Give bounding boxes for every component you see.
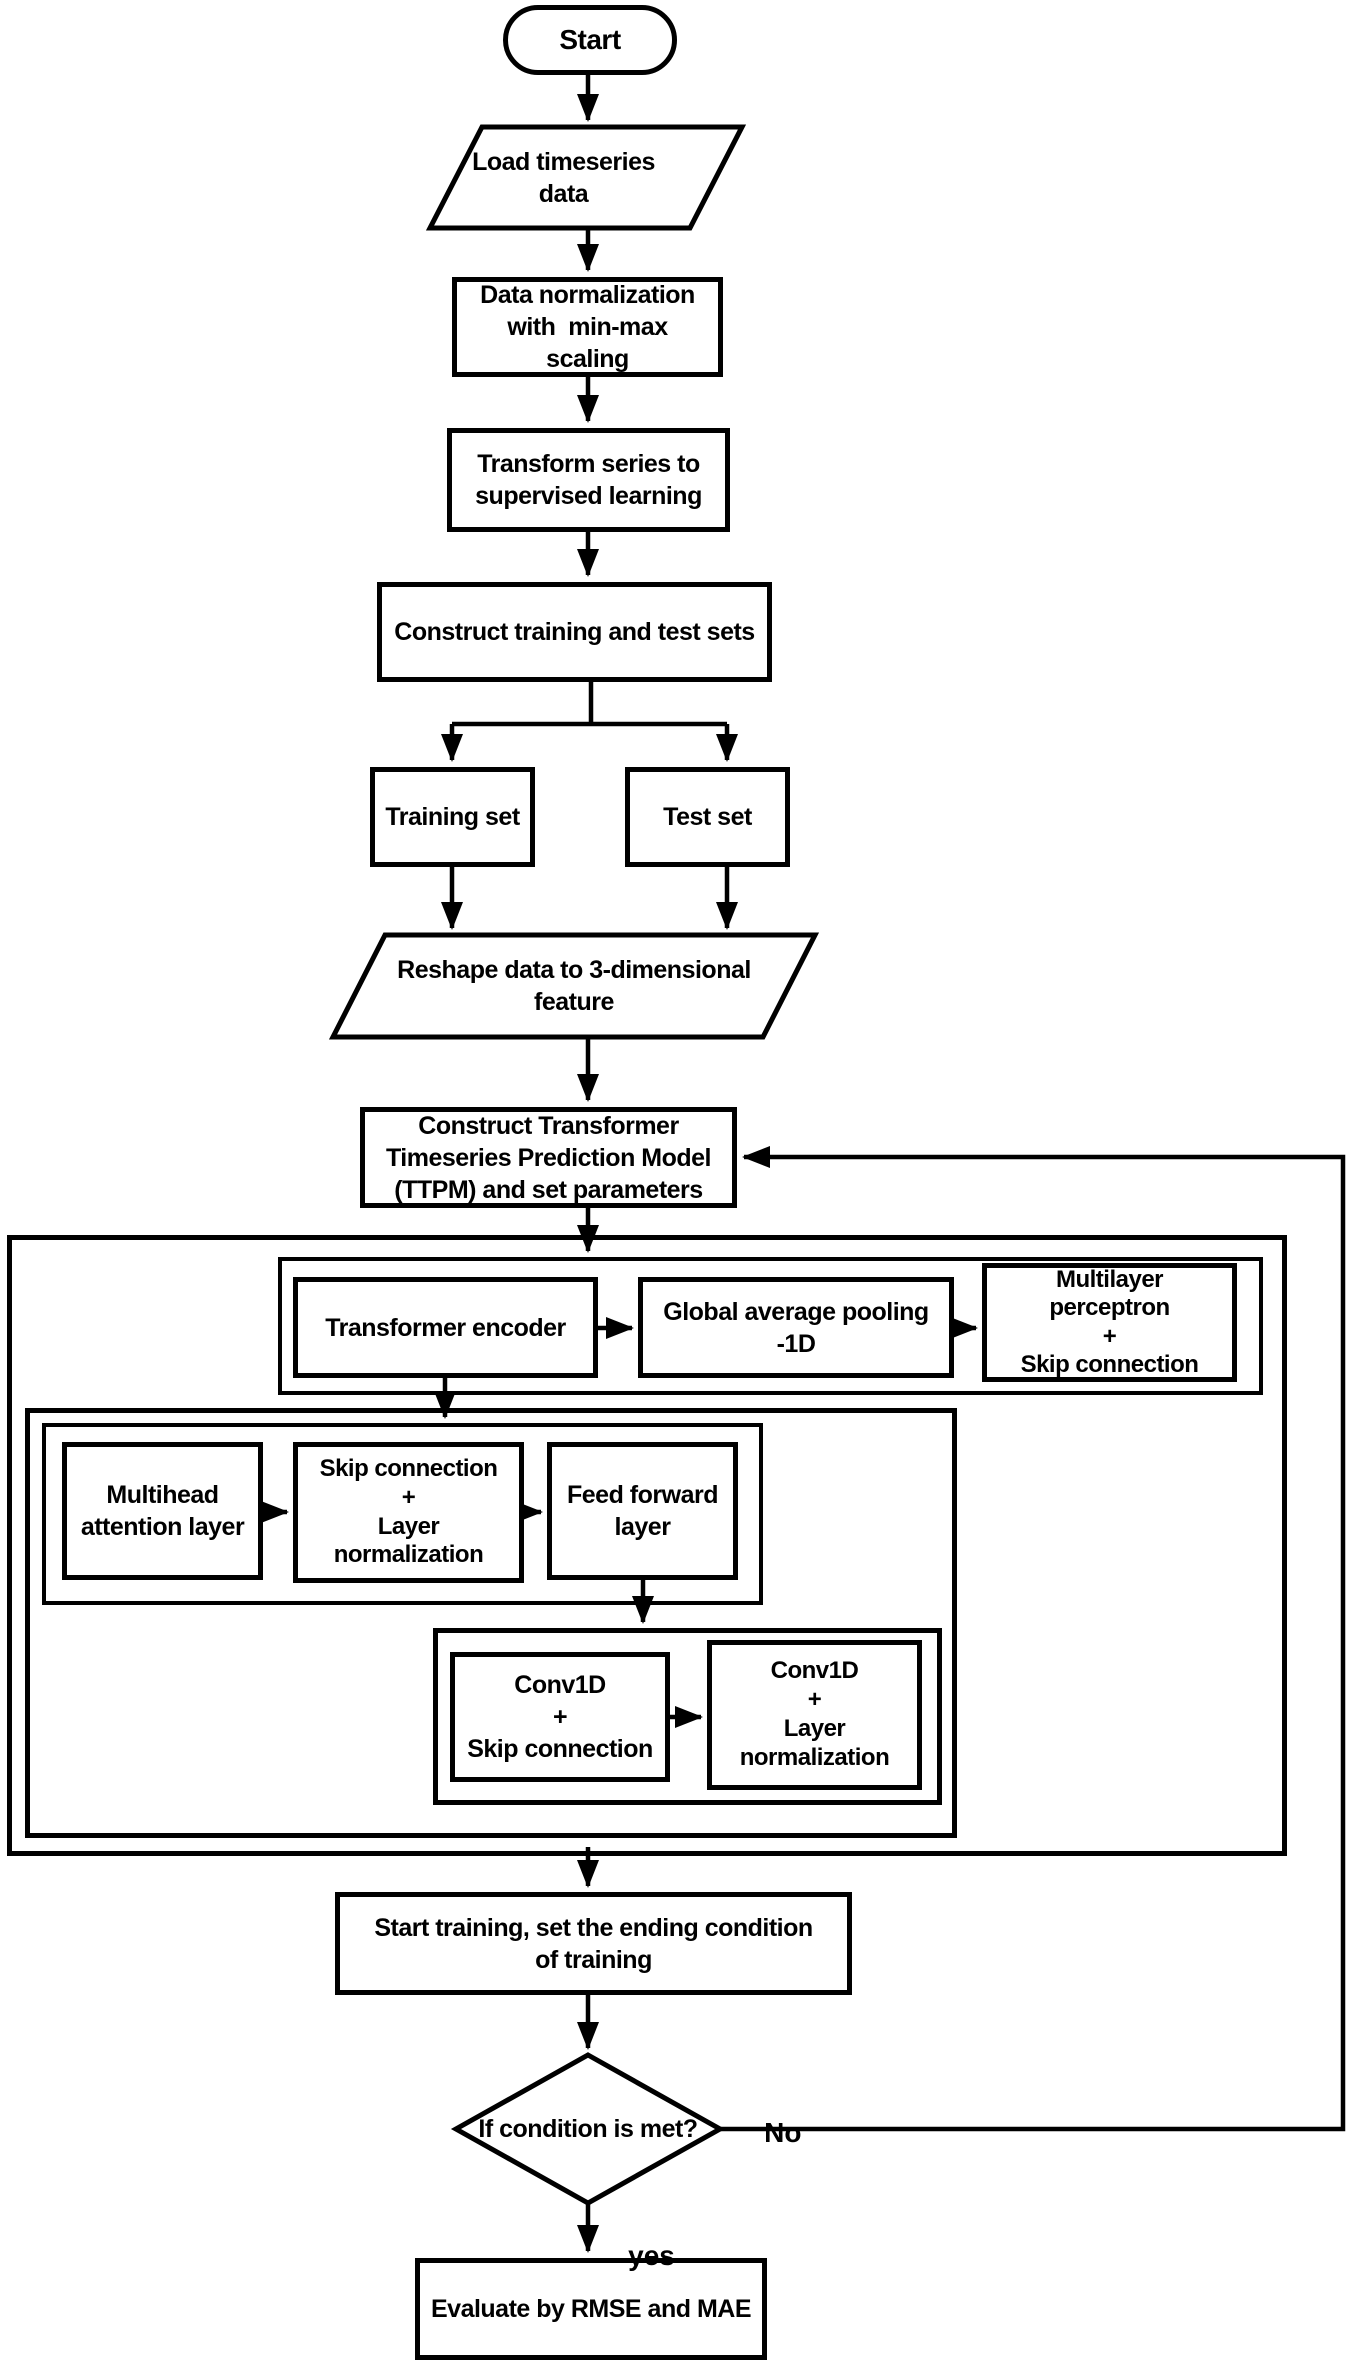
container-attention-row (42, 1423, 763, 1605)
container-ttpm-internals (7, 1235, 1287, 1856)
node-start-label: Start (559, 24, 621, 56)
node-condition-label: If condition is met? (478, 2115, 698, 2143)
node-multihead-attention-label: Multihead attention layer (80, 1481, 245, 1541)
node-skip-layer-normalization-label: Skip connection + Layer normalization (319, 1454, 498, 1569)
node-conv1d-skip-label: Conv1D + Skip connection (467, 1671, 653, 1763)
edge-label-no: No (764, 2117, 802, 2148)
edge-label-yes: yes (628, 2240, 675, 2271)
node-construct-ttpm: Construct Transformer Timeseries Predict… (360, 1107, 737, 1208)
container-conv-row (433, 1628, 942, 1805)
node-conv1d-layernorm: Conv1D + Layer normalization (707, 1640, 922, 1790)
node-multilayer-perceptron: Multilayer perceptron + Skip connection (982, 1263, 1237, 1382)
node-transform-supervised-label: Transform series to supervised learning (475, 450, 702, 510)
node-start: Start (503, 5, 677, 75)
node-construct-sets-label: Construct training and test sets (394, 618, 755, 646)
node-load-timeseries-data: Load timeseries data (385, 127, 742, 228)
node-condition: If condition is met? (456, 2055, 720, 2203)
node-multilayer-perceptron-label: Multilayer perceptron + Skip connection (1020, 1265, 1199, 1378)
node-global-average-pooling-label: Global average pooling -1D (663, 1297, 929, 1358)
node-load-timeseries-data-label: Load timeseries data (472, 147, 655, 208)
container-encoder-block (25, 1408, 957, 1838)
node-start-training: Start training, set the ending condition… (335, 1892, 852, 1995)
node-construct-sets: Construct training and test sets (377, 582, 772, 682)
edge-condition-no-feedback (720, 1146, 1346, 2132)
node-construct-ttpm-label: Construct Transformer Timeseries Predict… (385, 1111, 712, 1204)
node-feed-forward-label: Feed forward layer (567, 1481, 718, 1541)
parallelogram-reshape (328, 932, 820, 1040)
node-training-set: Training set (370, 767, 535, 867)
flow-shapes (328, 124, 820, 2206)
node-global-average-pooling: Global average pooling -1D (638, 1277, 954, 1378)
node-conv1d-skip: Conv1D + Skip connection (450, 1652, 670, 1782)
node-transform-supervised: Transform series to supervised learning (447, 428, 730, 532)
node-test-set: Test set (625, 767, 790, 867)
node-transformer-encoder-label: Transformer encoder (325, 1313, 566, 1342)
node-skip-layer-normalization: Skip connection + Layer normalization (293, 1442, 524, 1583)
node-reshape-3d: Reshape data to 3-dimensional feature (345, 935, 803, 1037)
node-conv1d-layernorm-label: Conv1D + Layer normalization (739, 1657, 890, 1771)
node-data-normalization: Data normalization with min-max scaling (452, 277, 723, 377)
decision-diamond (450, 2052, 726, 2206)
node-feed-forward: Feed forward layer (547, 1442, 738, 1580)
node-evaluate: Evaluate by RMSE and MAE (415, 2258, 767, 2360)
node-multihead-attention: Multihead attention layer (62, 1442, 263, 1580)
node-test-set-label: Test set (663, 803, 752, 831)
node-transformer-encoder: Transformer encoder (293, 1277, 598, 1378)
node-evaluate-label: Evaluate by RMSE and MAE (430, 2295, 752, 2323)
node-reshape-3d-label: Reshape data to 3-dimensional feature (397, 956, 751, 1016)
node-data-normalization-label: Data normalization with min-max scaling (480, 281, 695, 373)
node-start-training-label: Start training, set the ending condition… (374, 1913, 813, 1974)
container-encoder-row (278, 1257, 1263, 1395)
parallelogram-load-data (425, 124, 747, 231)
node-training-set-label: Training set (385, 803, 520, 831)
